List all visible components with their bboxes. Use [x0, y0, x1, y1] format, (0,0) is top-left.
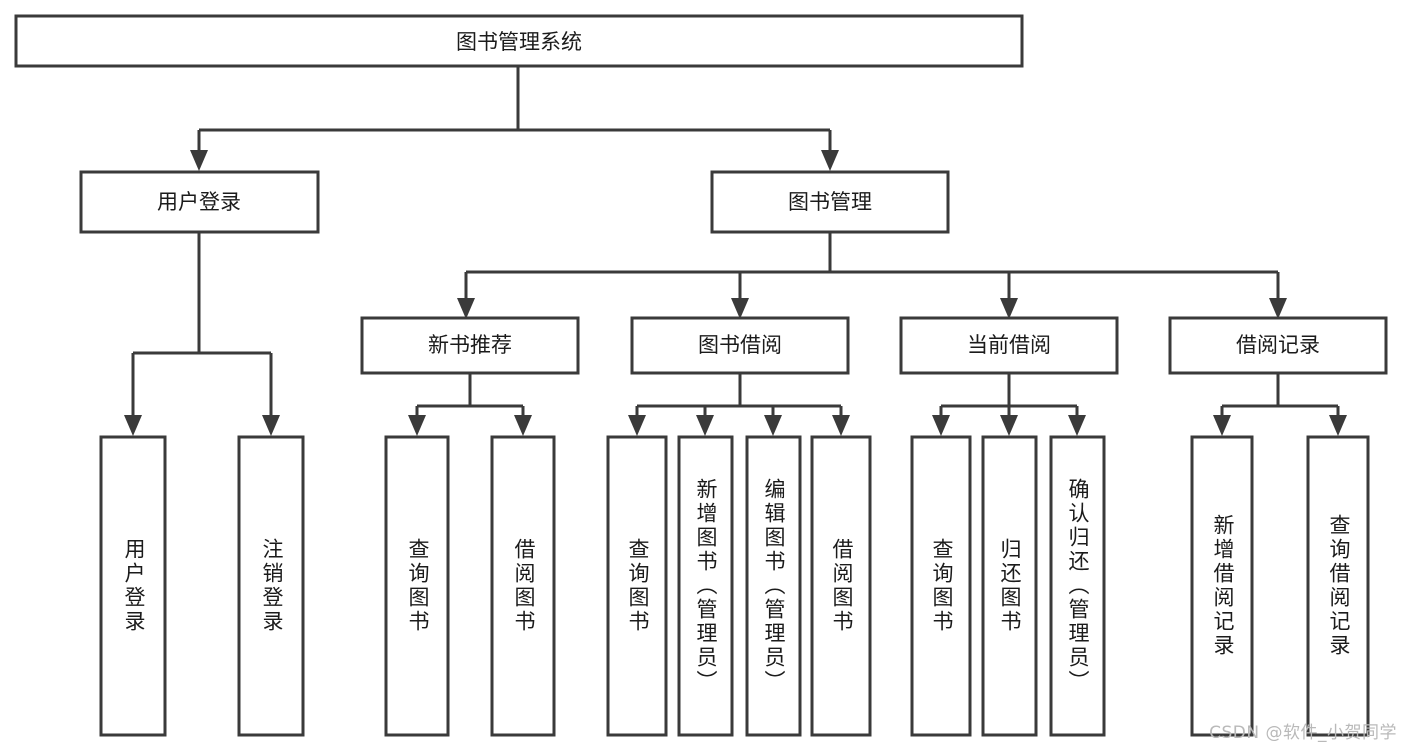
arrow-to-leaf-query-book-2	[628, 415, 646, 436]
node-leaf-return-book-box[interactable]	[981, 435, 1038, 737]
node-book-manage-box[interactable]	[710, 170, 950, 234]
arrow-to-leaf-query-book-1	[408, 415, 426, 436]
node-leaf-query-book-3-label: 查询图书	[930, 538, 954, 634]
node-leaf-add-book-box[interactable]	[677, 435, 734, 737]
arrow-to-leaf-borrow-book-2	[832, 415, 850, 436]
node-leaf-user-logout[interactable]: 注销登录	[237, 435, 305, 737]
node-leaf-borrow-book-1-label: 借阅图书	[512, 538, 536, 634]
node-new-book-rec[interactable]: 新书推荐	[360, 316, 580, 375]
connector-group-root	[190, 66, 839, 171]
node-leaf-query-book-1[interactable]: 查询图书	[384, 435, 450, 737]
node-current-borrow-label: 当前借阅	[967, 333, 1051, 357]
arrow-to-leaf-query-book-3	[932, 415, 950, 436]
node-borrow-record-box[interactable]	[1168, 316, 1388, 375]
node-leaf-confirm-return-label: 确认归还（管理员）	[1066, 478, 1090, 694]
connector-group-book-manage	[457, 232, 1287, 319]
node-leaf-add-record-label: 新增借阅记录	[1211, 514, 1235, 658]
node-root-box[interactable]	[14, 14, 1024, 68]
node-user-login[interactable]: 用户登录	[79, 170, 320, 234]
arrow-to-borrow-record	[1269, 298, 1287, 319]
node-leaf-add-record-box[interactable]	[1190, 435, 1254, 737]
node-leaf-borrow-book-1[interactable]: 借阅图书	[490, 435, 556, 737]
node-leaf-confirm-return-box[interactable]	[1049, 435, 1106, 737]
node-leaf-edit-book-label: 编辑图书（管理员）	[762, 478, 786, 694]
node-leaf-user-login-box[interactable]	[99, 435, 167, 737]
node-leaf-borrow-book-1-box[interactable]	[490, 435, 556, 737]
arrow-to-new-book-rec	[457, 298, 475, 319]
arrow-to-leaf-confirm-return	[1068, 415, 1086, 436]
arrow-to-leaf-user-login	[124, 415, 142, 436]
node-root[interactable]: 图书管理系统	[14, 14, 1024, 68]
node-leaf-user-logout-box[interactable]	[237, 435, 305, 737]
node-leaf-query-book-3-box[interactable]	[910, 435, 972, 737]
node-leaf-user-login-label: 用户登录	[122, 538, 146, 634]
arrow-to-current-borrow	[1000, 298, 1018, 319]
node-leaf-add-book[interactable]: 新增图书（管理员）	[677, 435, 734, 737]
arrow-to-leaf-add-record	[1213, 415, 1231, 436]
node-user-login-label: 用户登录	[157, 190, 241, 214]
node-book-borrow-box[interactable]	[630, 316, 850, 375]
arrow-root-to-book-manage	[821, 150, 839, 171]
node-leaf-return-book-label: 归还图书	[998, 538, 1022, 634]
node-leaf-query-book-3[interactable]: 查询图书	[910, 435, 972, 737]
arrow-to-leaf-edit-book	[764, 415, 782, 436]
node-leaf-add-record[interactable]: 新增借阅记录	[1190, 435, 1254, 737]
node-current-borrow[interactable]: 当前借阅	[899, 316, 1119, 375]
arrow-to-leaf-user-logout	[262, 415, 280, 436]
connector-group-book-borrow	[628, 373, 850, 436]
node-leaf-query-book-1-label: 查询图书	[406, 538, 430, 634]
node-borrow-record[interactable]: 借阅记录	[1168, 316, 1388, 375]
connector-group-current-borrow	[932, 373, 1086, 436]
connector-group-borrow-record	[1213, 373, 1347, 436]
node-book-manage[interactable]: 图书管理	[710, 170, 950, 234]
node-leaf-edit-book[interactable]: 编辑图书（管理员）	[745, 435, 802, 737]
connector-group-user-login	[124, 232, 280, 436]
node-leaf-user-logout-label: 注销登录	[260, 538, 284, 634]
arrow-to-book-borrow	[731, 298, 749, 319]
node-leaf-query-record-label: 查询借阅记录	[1327, 514, 1351, 658]
node-root-label: 图书管理系统	[456, 30, 582, 54]
node-leaf-query-record[interactable]: 查询借阅记录	[1306, 435, 1370, 737]
node-leaf-user-login[interactable]: 用户登录	[99, 435, 167, 737]
node-new-book-rec-box[interactable]	[360, 316, 580, 375]
node-current-borrow-box[interactable]	[899, 316, 1119, 375]
node-book-borrow-label: 图书借阅	[698, 333, 782, 357]
node-user-login-box[interactable]	[79, 170, 320, 234]
node-leaf-query-book-1-box[interactable]	[384, 435, 450, 737]
node-leaf-query-book-2-box[interactable]	[606, 435, 668, 737]
node-leaf-borrow-book-2[interactable]: 借阅图书	[810, 435, 872, 737]
arrow-root-to-user-login	[190, 150, 208, 171]
node-leaf-add-book-label: 新增图书（管理员）	[694, 478, 718, 694]
node-leaf-query-book-2[interactable]: 查询图书	[606, 435, 668, 737]
node-borrow-record-label: 借阅记录	[1236, 333, 1320, 357]
node-leaf-return-book[interactable]: 归还图书	[981, 435, 1038, 737]
arrow-to-leaf-query-record	[1329, 415, 1347, 436]
node-leaf-confirm-return[interactable]: 确认归还（管理员）	[1049, 435, 1106, 737]
arrow-to-leaf-borrow-book-1	[514, 415, 532, 436]
arrow-to-leaf-add-book	[696, 415, 714, 436]
node-book-borrow[interactable]: 图书借阅	[630, 316, 850, 375]
node-leaf-query-record-box[interactable]	[1306, 435, 1370, 737]
node-new-book-rec-label: 新书推荐	[428, 333, 512, 357]
node-leaf-borrow-book-2-box[interactable]	[810, 435, 872, 737]
node-book-manage-label: 图书管理	[788, 190, 872, 214]
connector-group-new-book-rec	[408, 373, 532, 436]
arrow-to-leaf-return-book	[1000, 415, 1018, 436]
node-leaf-borrow-book-2-label: 借阅图书	[830, 538, 854, 634]
node-leaf-query-book-2-label: 查询图书	[626, 538, 650, 634]
node-leaf-edit-book-box[interactable]	[745, 435, 802, 737]
